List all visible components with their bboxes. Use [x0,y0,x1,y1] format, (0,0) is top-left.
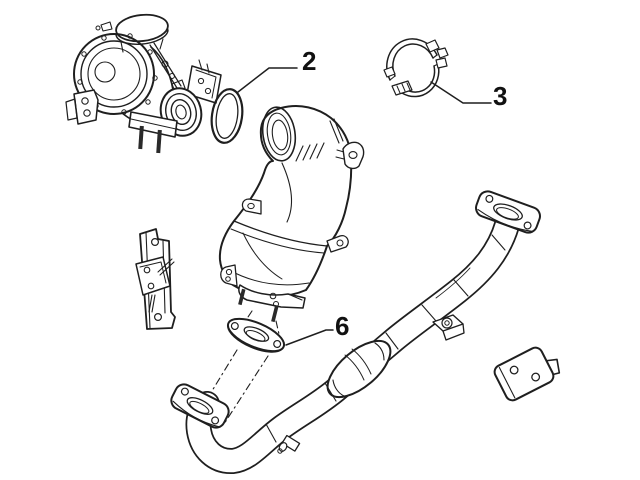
flange-gasket-drawing [226,317,286,353]
callout-2-label: 2 [302,46,317,76]
callout-3-leader [430,81,492,104]
exhaust-clamp-drawing [383,38,449,98]
turbocharger-drawing [65,13,222,154]
support-bracket-drawing [493,346,561,402]
front-exhaust-pipe-drawing [170,190,541,474]
callout-leader-lines [237,67,492,346]
catalytic-converter-drawing [218,105,365,323]
callout-3-label: 3 [493,81,508,111]
mounting-bracket-drawing [135,228,176,330]
callout-6-label: 6 [335,311,350,341]
callout-2-leader [237,67,298,93]
o-ring-seal-drawing [210,88,244,144]
callout-6-leader [285,329,334,346]
